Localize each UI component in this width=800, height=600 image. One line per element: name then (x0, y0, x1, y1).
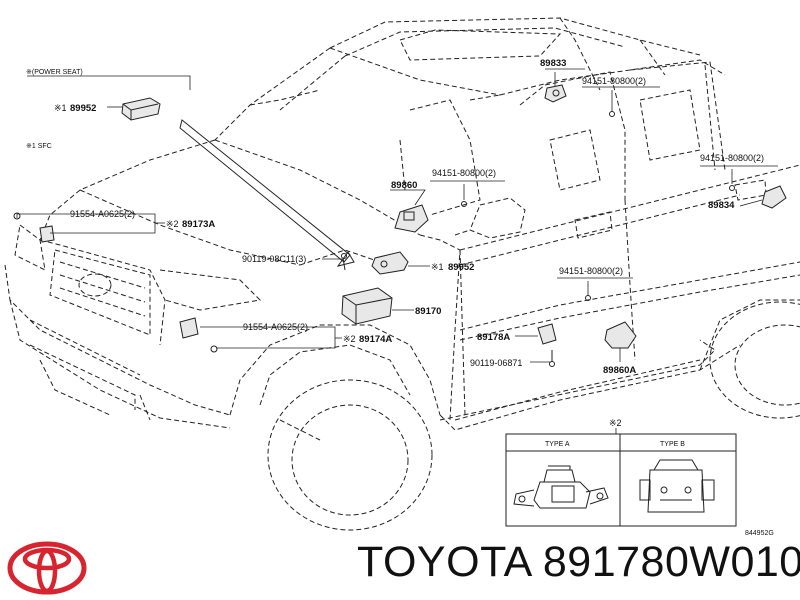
mark-2-a: ※2 (166, 219, 179, 229)
part-89833 (544, 84, 567, 103)
pointer-arrow (179, 119, 355, 267)
part-89170 (341, 287, 393, 325)
label-89952-top: 89952 (70, 103, 96, 114)
label-89178A: 89178A (477, 332, 510, 343)
label-91554-b: 91554-A0625(2) (243, 322, 308, 332)
inset-mark-2: ※2 (609, 418, 622, 428)
label-89952-mid: 89952 (448, 262, 474, 273)
label-94151-c: 94151-80800(2) (700, 153, 764, 163)
part-89952-top (121, 97, 161, 121)
inset-types: ※2 TYPE A TYPE B 844952G (505, 418, 774, 537)
diagram-code: 844952G (745, 530, 774, 537)
mark-1-top: ※1 (54, 103, 67, 113)
vehicle-outline (4, 17, 800, 531)
label-94151-d: 94151-80800(2) (559, 266, 623, 276)
part-89834 (761, 185, 787, 209)
label-89174A: 89174A (359, 334, 392, 345)
toyota-logo-icon (7, 541, 87, 595)
label-89834: 89834 (708, 200, 735, 211)
label-89173A: 89173A (182, 219, 215, 230)
label-89170: 89170 (415, 306, 441, 317)
label-90119-a: 90119-08C11(3) (242, 254, 306, 264)
part-89173A (13, 212, 55, 243)
part-89860 (394, 204, 429, 233)
label-89860: 89860 (391, 180, 417, 191)
part-89860A (604, 321, 637, 349)
type-b-label: TYPE B (660, 441, 685, 448)
mark-2-b: ※2 (343, 334, 356, 344)
part-89174A (179, 317, 218, 353)
leader-lines (16, 68, 778, 363)
label-89860A: 89860A (603, 365, 636, 376)
label-94151-b: 94151-80800(2) (432, 168, 496, 178)
label-90119-b: 90119-06871 (470, 358, 522, 368)
power-seat-note: ※(POWER SEAT) (26, 69, 83, 76)
type-a-sensor (513, 465, 609, 509)
brand-part-number: TOYOTA 891780W010 (357, 538, 800, 586)
type-a-label: TYPE A (545, 441, 570, 448)
sfc-note: ※1 SFC (26, 143, 52, 150)
label-94151-a: 94151-80800(2) (582, 76, 646, 86)
label-89833: 89833 (540, 58, 566, 69)
bolts (341, 111, 735, 301)
label-91554-a: 91554-A0625(2) (70, 209, 135, 219)
mark-1-mid: ※1 (431, 262, 444, 272)
type-b-sensor (639, 459, 715, 513)
part-89952-mid (371, 251, 409, 275)
callout-labels: ※(POWER SEAT) ※1 89952 ※1 SFC 89833 9415… (26, 58, 764, 376)
part-89178A (537, 323, 557, 367)
